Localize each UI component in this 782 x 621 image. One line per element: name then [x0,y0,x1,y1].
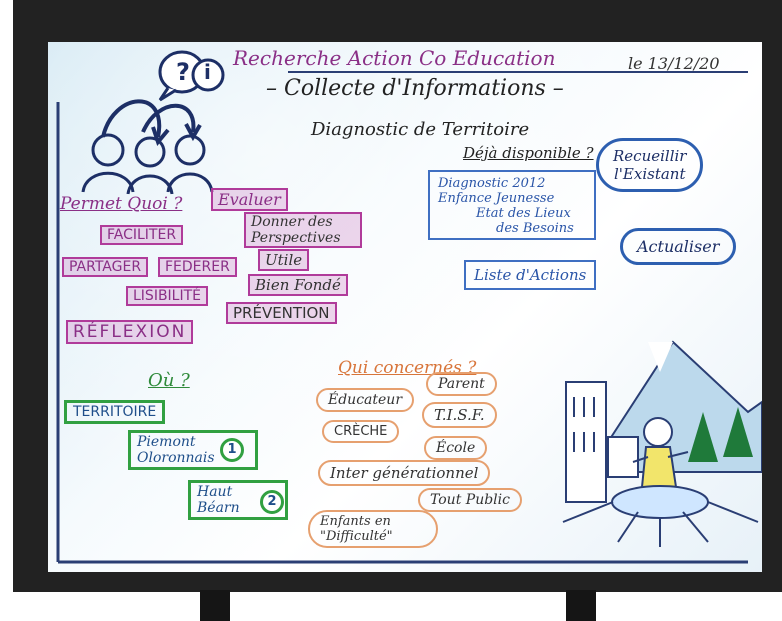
diag-line-1: Diagnostic 2012 [438,176,546,191]
info-bubble-icon [191,58,225,92]
tag-lisibilite: LISIBILITÉ [126,286,209,306]
date-text: le 13/12/20 [628,54,720,73]
stand-leg-right [566,590,596,621]
board-drawings [56,50,762,564]
recueillir-line-1: Recueillir [613,147,687,165]
tag-federer: FEDERER [158,257,237,277]
tag-territoire: TERRITOIRE [64,400,166,424]
recueillir-line-2: l'Existant [614,165,686,183]
deja-disponible-label: Déjà disponible ? [463,144,594,162]
pine-trees [688,407,753,462]
badge-1: 1 [220,438,244,462]
tag-prevention: PRÉVENTION [226,302,337,324]
tag-tisf: T.I.S.F. [422,402,497,428]
actualiser-cloud: Actualiser [620,228,737,265]
tag-utile: Utile [258,249,310,271]
section-subtitle: – Collecte d'Informations – [266,76,564,101]
tag-haut-bearn: Haut Béarn [188,480,288,520]
person-figure [632,417,689,488]
tag-partager: PARTAGER [62,257,149,277]
tag-faciliter: FACILITER [100,225,184,245]
tag-creche: CRÈCHE [322,420,400,443]
tag-piemont: Piemont Oloronnais [128,430,258,470]
building-icon [565,381,639,503]
tag-evaluer: Evaluer [211,188,288,211]
piemont-label: Piemont Oloronnais [137,434,215,466]
liste-actions-box: Liste d'Actions [464,260,597,290]
ou-label: Où ? [148,370,190,391]
diag-line-2: Enfance Jeunesse [438,191,555,206]
diag-line-4: des Besoins [496,221,574,236]
recueillir-cloud: Recueillir l'Existant [596,138,704,192]
diagnostic-box: Diagnostic 2012 Enfance Jeunesse Etat de… [428,170,596,240]
tag-intergenerationnel: Inter générationnel [318,460,491,486]
stand-leg-left [200,590,230,621]
tag-enfants-difficulte: Enfants en "Difficulté" [308,510,438,548]
tag-donner-perspectives: Donner des Perspectives [244,212,362,248]
permet-quoi-label: Permet Quoi ? [60,194,183,214]
people-icon [81,133,214,195]
diag-line-3: Etat des Lieux [476,206,571,221]
tag-educateur: Éducateur [316,388,415,412]
info-glyph: i [204,60,211,84]
tag-parent: Parent [426,372,497,396]
tag-ecole: École [424,436,488,460]
badge-2: 2 [260,490,284,514]
projection-screen: Recherche Action Co Education le 13/12/2… [48,42,762,572]
cloud-platform [562,485,759,547]
haut-bearn-label: Haut Béarn [197,484,240,516]
project-title: Recherche Action Co Education [233,46,556,70]
diagnostic-title: Diagnostic de Territoire [311,119,530,140]
tag-reflexion: RÉFLEXION [66,320,194,344]
tag-bien-fonde: Bien Fondé [248,274,348,296]
question-mark-glyph: ? [176,58,190,86]
tag-tout-public: Tout Public [418,488,522,512]
